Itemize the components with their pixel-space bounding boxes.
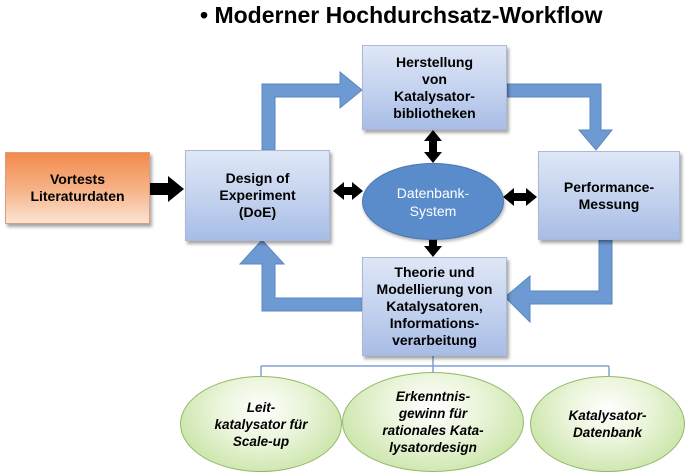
node-doe: Design of Experiment (DoE) bbox=[185, 150, 330, 241]
arrow-doe-to-herstellung bbox=[261, 70, 363, 151]
node-herstellung-label: Herstellung von Katalysator- bibliotheke… bbox=[393, 53, 476, 121]
outcome-katalysator-datenbank: Katalysator- Datenbank bbox=[530, 376, 685, 472]
arrow-performance-to-theorie bbox=[504, 239, 613, 324]
outcome-connector bbox=[260, 356, 610, 376]
page-title: • Moderner Hochdurchsatz-Workflow bbox=[200, 2, 603, 28]
arrow-herstellung-to-performance bbox=[506, 83, 614, 151]
outcome-leitkatalysator: Leit- katalysator für Scale-up bbox=[180, 376, 342, 472]
arrow-herstellung-datenbank bbox=[424, 130, 442, 163]
node-theorie-label: Theorie und Modellierung von Katalysator… bbox=[376, 264, 493, 348]
node-performance: Performance- Messung bbox=[538, 151, 680, 240]
node-vortests-label: Vortests Literaturdaten bbox=[30, 171, 125, 204]
node-performance-label: Performance- Messung bbox=[563, 178, 655, 212]
node-theorie: Theorie und Modellierung von Katalysator… bbox=[362, 257, 507, 356]
arrow-datenbank-performance bbox=[503, 188, 537, 206]
outcome-erkenntnisgewinn: Erkenntnis- gewinn für rationales Kata- … bbox=[342, 372, 524, 472]
node-herstellung: Herstellung von Katalysator- bibliotheke… bbox=[362, 45, 507, 130]
node-doe-label: Design of Experiment (DoE) bbox=[219, 170, 296, 220]
arrow-vortests-to-doe bbox=[150, 176, 184, 202]
arrow-theorie-to-doe bbox=[238, 239, 363, 312]
arrow-doe-datenbank bbox=[333, 182, 363, 200]
node-vortests: Vortests Literaturdaten bbox=[5, 152, 150, 224]
node-datenbank: Datenbank- System bbox=[362, 163, 504, 240]
